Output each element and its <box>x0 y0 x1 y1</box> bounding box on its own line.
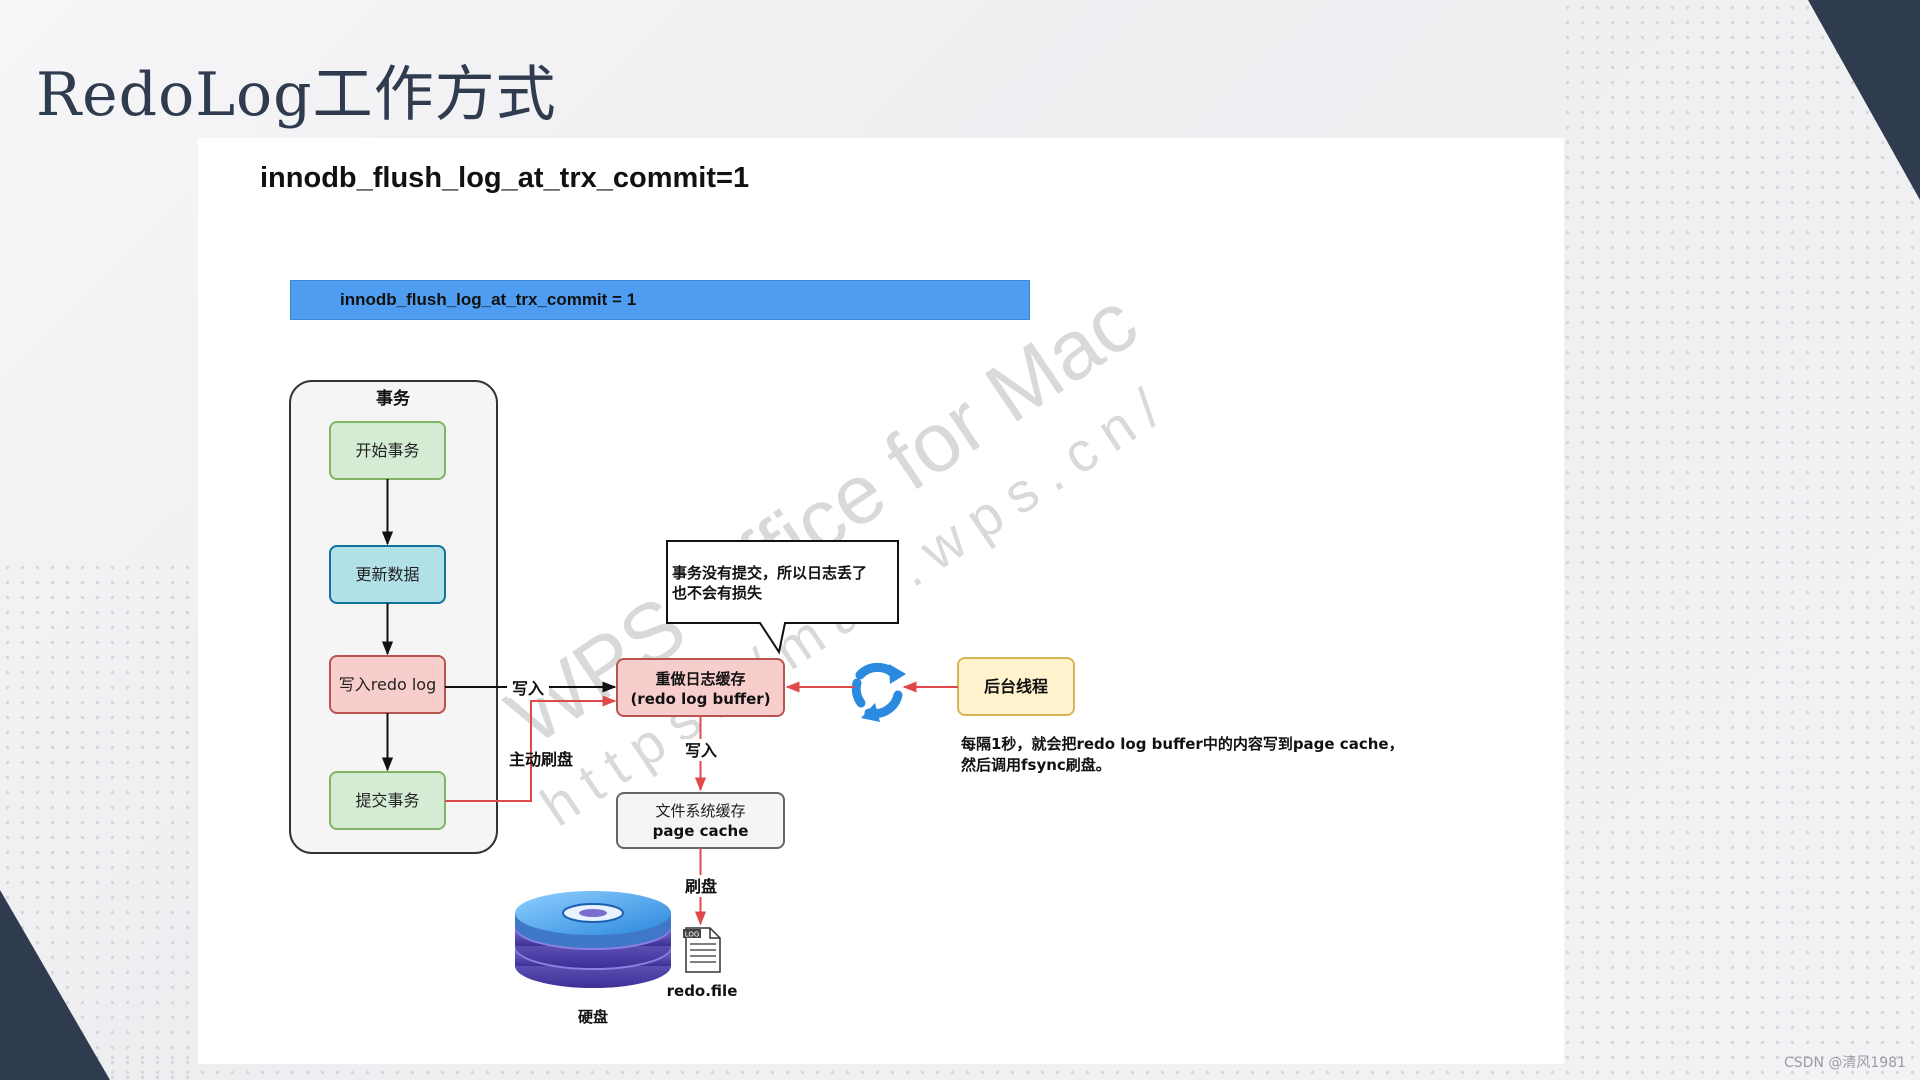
log-file-icon-tag: LOG <box>685 931 700 939</box>
source-credit: CSDN @清风1981 <box>1784 1055 1906 1071</box>
background-thread-label: 后台线程 <box>984 677 1048 696</box>
slide-title: RedoLog工作方式 <box>36 60 557 130</box>
edge-label-bg <box>680 875 722 897</box>
log-file-icon: LOG <box>683 927 721 973</box>
edge-label-write-to-cache: 写入 <box>685 741 717 760</box>
redo-log-buffer-label-2: (redo log buffer) <box>630 690 770 708</box>
hard-disk-label: 硬盘 <box>578 1008 608 1026</box>
transaction-group-title: 事务 <box>376 388 411 409</box>
page-cache-label-2: page cache <box>653 822 749 840</box>
arrow-active-flush <box>445 695 617 802</box>
corner-triangle-bottom-left <box>0 890 110 1080</box>
callout-box <box>666 540 899 655</box>
commit-transaction-label: 提交事务 <box>355 791 419 810</box>
corner-triangle-top-right <box>1808 0 1920 200</box>
update-data-label: 更新数据 <box>355 565 419 584</box>
edge-label-active-flush: 主动刷盘 <box>509 750 573 769</box>
panel-heading: innodb_flush_log_at_trx_commit=1 <box>260 162 750 194</box>
config-bar: innodb_flush_log_at_trx_commit = 1 <box>290 280 1030 320</box>
transaction-group <box>289 380 498 854</box>
redo-file-label: redo.file <box>667 982 738 1000</box>
callout-line-1: 事务没有提交，所以日志丢了 <box>672 564 867 582</box>
begin-transaction-label: 开始事务 <box>355 441 419 460</box>
note-line-2: 然后调用fsync刷盘。 <box>961 756 1111 774</box>
dot-pattern-right <box>1560 0 1920 1080</box>
page-cache-label-1: 文件系统缓存 <box>655 802 745 820</box>
redo-log-buffer-label-1: 重做日志缓存 <box>655 670 745 688</box>
refresh-cycle-icon <box>851 662 906 722</box>
hard-disk-icon <box>515 891 671 988</box>
note-line-1: 每隔1秒，就会把redo log buffer中的内容写到page cache， <box>961 735 1404 753</box>
redo-log-flow-diagram: WPS Office for Mac https://mac.wps.cn/ 事… <box>289 273 1404 1026</box>
edge-label-bg <box>680 739 722 761</box>
edge-label-bg <box>507 676 549 698</box>
diagram-panel: innodb_flush_log_at_trx_commit=1 innodb_… <box>198 138 1564 1064</box>
edge-label-flush-to-disk: 刷盘 <box>685 877 717 896</box>
edge-label-write-to-buffer: 写入 <box>512 679 544 698</box>
callout-line-2: 也不会有损失 <box>672 584 763 602</box>
write-redo-log-label: 写入redo log <box>339 675 437 694</box>
